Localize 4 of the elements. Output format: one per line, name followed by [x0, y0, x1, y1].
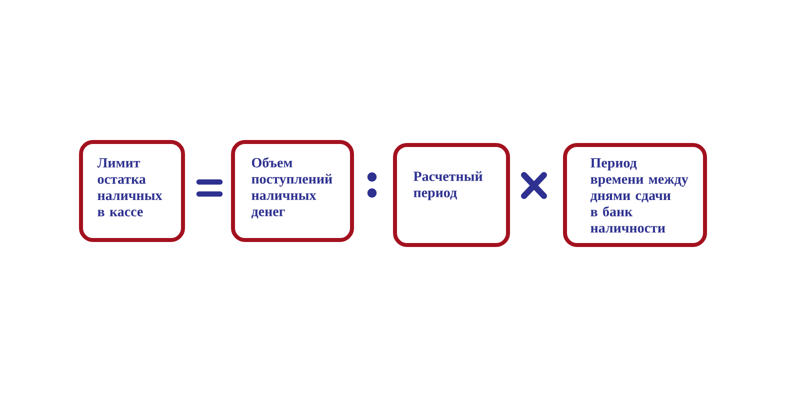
- formula-box: Период времени между днями сдачи в банк наличности: [563, 143, 707, 247]
- formula-box: Расчетный период: [393, 143, 510, 247]
- formula-box: Объем поступлений наличных денег: [231, 140, 354, 242]
- formula-box: Лимит остатка наличных в кассе: [79, 140, 185, 242]
